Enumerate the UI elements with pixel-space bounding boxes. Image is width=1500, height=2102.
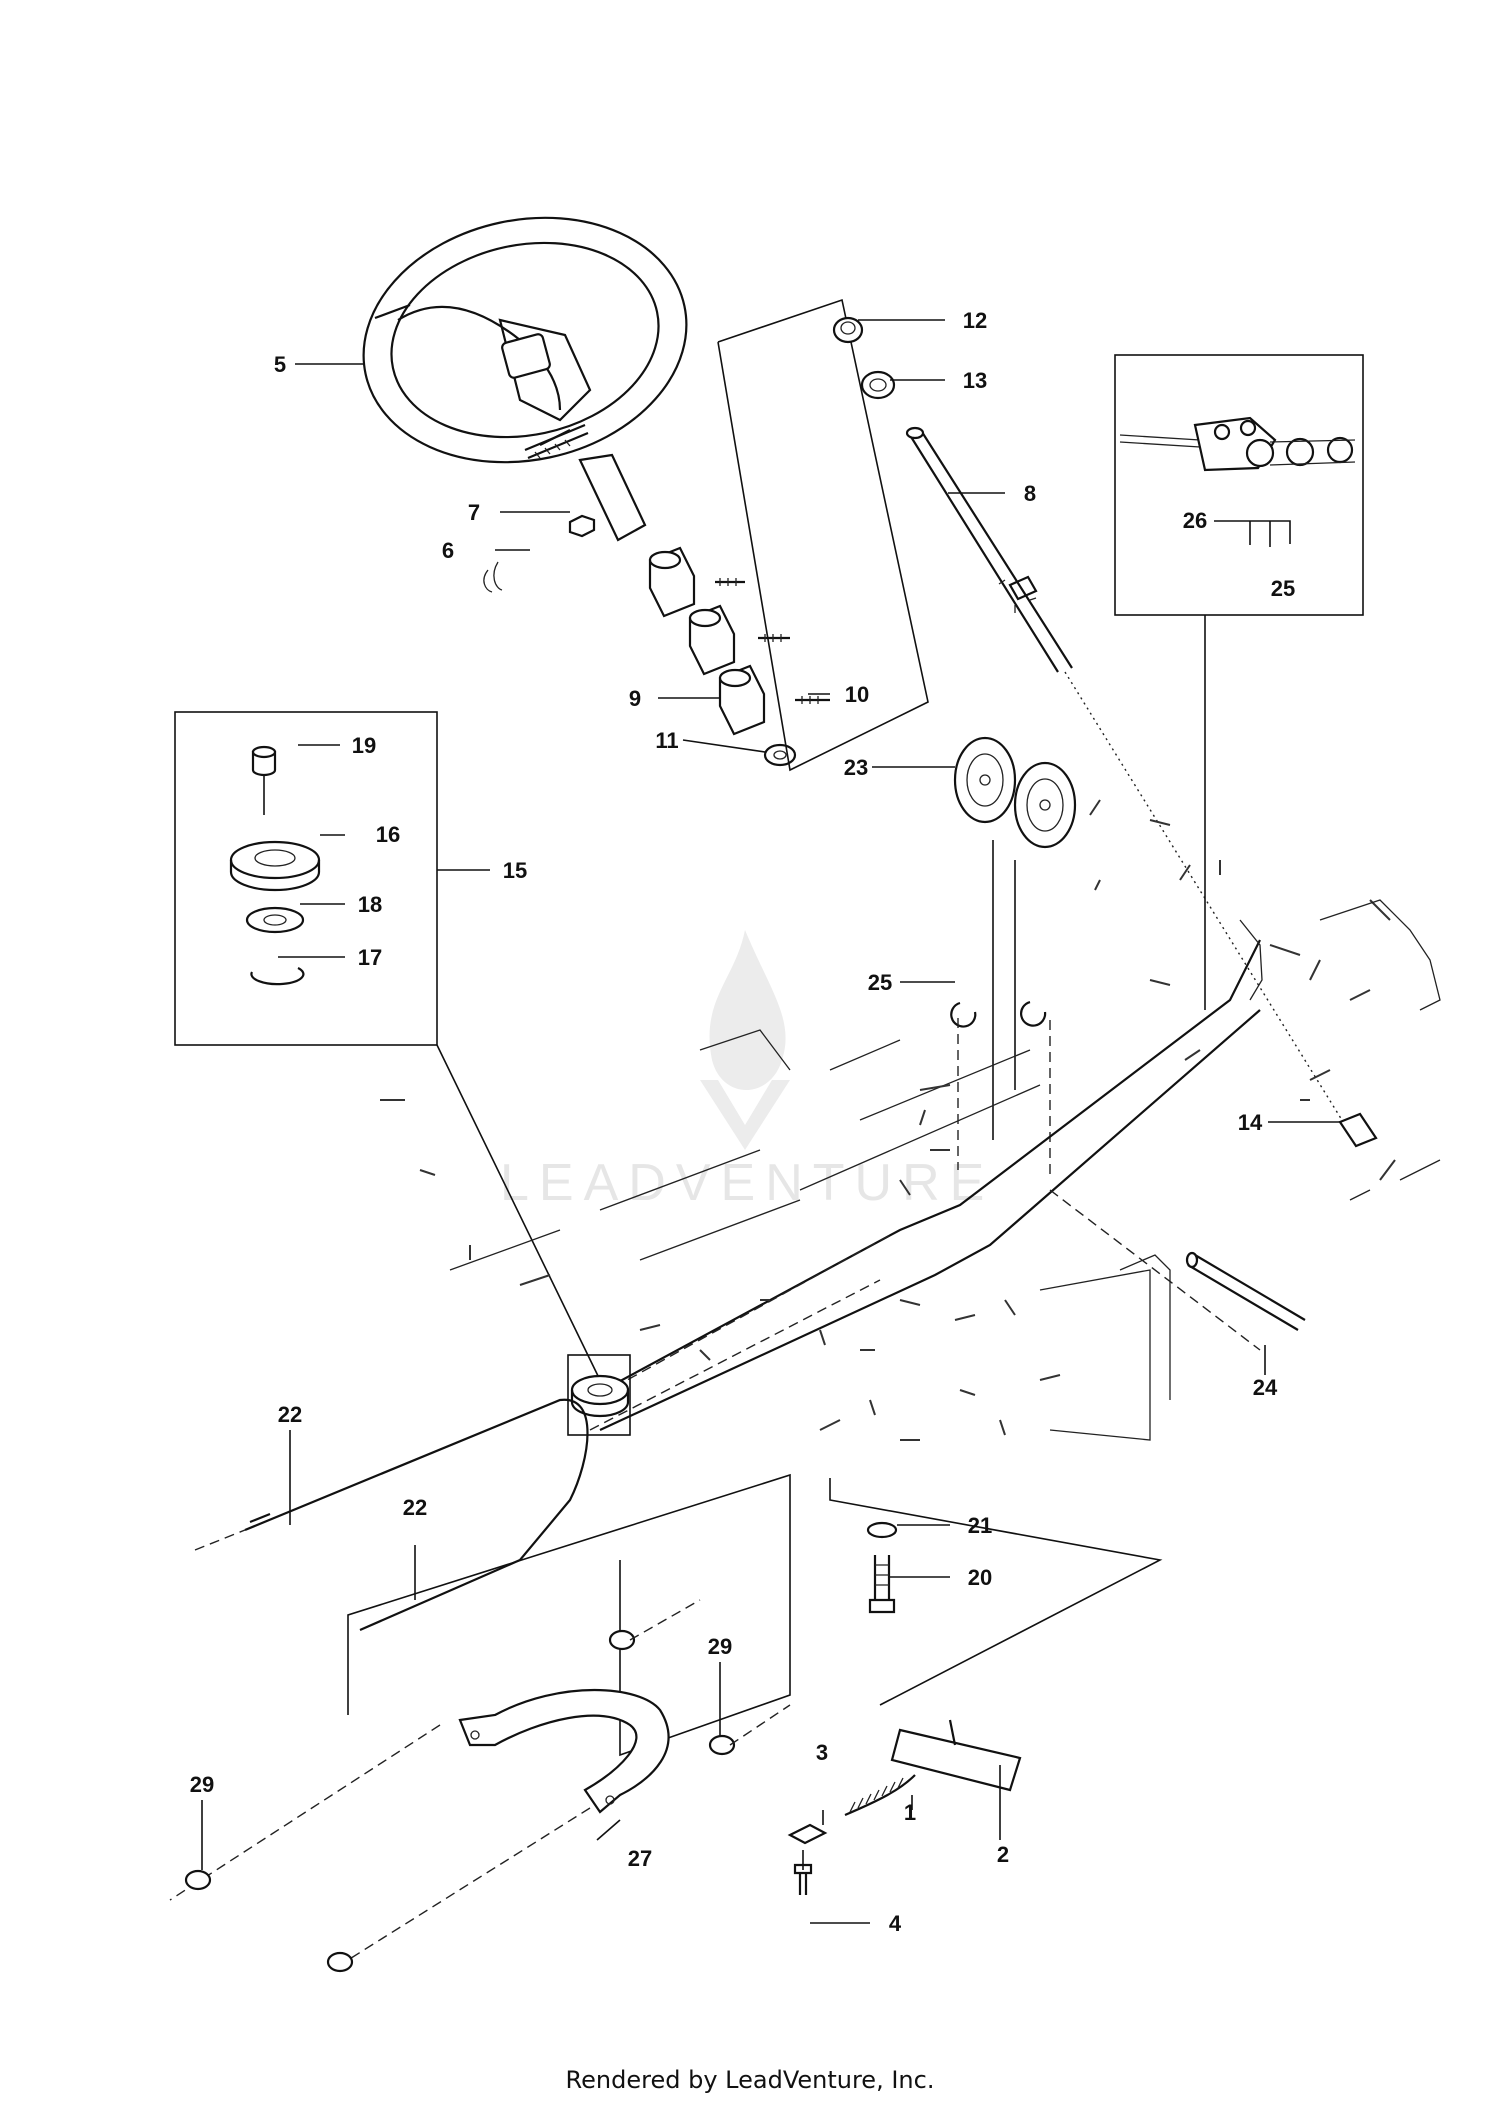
callout-11: 11	[655, 728, 678, 753]
callout-7: 7	[468, 500, 480, 525]
callout-12: 12	[963, 308, 987, 333]
callout-16: 16	[376, 822, 400, 847]
callout-28: 27	[628, 1846, 652, 1871]
frame-pulley	[567, 1354, 631, 1436]
callout-24: 24	[1253, 1375, 1278, 1400]
chain-detail-box	[1114, 354, 1364, 616]
idler-pulleys	[953, 736, 1077, 849]
callout-10: 10	[845, 682, 869, 707]
callout-27: 26	[1183, 508, 1207, 533]
callout-26: 25	[1271, 576, 1295, 601]
callout-15: 15	[503, 858, 527, 883]
callout-9: 9	[629, 686, 641, 711]
lower-outline	[347, 1473, 791, 1757]
pulley-leaders	[992, 840, 1016, 1140]
spring-assembly	[787, 1719, 1022, 1895]
set-screw	[483, 423, 596, 593]
callout-leaders	[201, 319, 1340, 1924]
pulley-assembly-box	[174, 711, 438, 1046]
callout-labels: 5 7 6 12 13 8 9 10 11 26 25 19 16 15 18 …	[190, 308, 1295, 1936]
callout-17: 17	[358, 945, 382, 970]
bolt-and-washer	[866, 1521, 898, 1614]
e-clips	[950, 1000, 1047, 1028]
callout-8: 8	[1024, 481, 1036, 506]
frame-and-chain	[380, 799, 1441, 1441]
callout-13: 13	[963, 368, 987, 393]
callout-3: 3	[816, 1740, 828, 1765]
footer-credit: Rendered by LeadVenture, Inc.	[565, 2066, 935, 2094]
callout-1: 1	[904, 1800, 916, 1825]
callout-22-lower: 22	[403, 1495, 427, 1520]
callout-5: 5	[274, 352, 286, 377]
callout-23: 23	[844, 755, 868, 780]
mount-outline	[829, 1478, 1163, 1706]
steering-cables	[194, 1398, 589, 1632]
assembly-leaders	[436, 869, 601, 1381]
callout-19: 19	[352, 733, 376, 758]
watermark-text: LEADVENTURE	[500, 1154, 994, 1212]
callout-18: 18	[358, 892, 382, 917]
pivot-pin	[1185, 1251, 1306, 1331]
mounting-strap	[169, 1599, 791, 1973]
callout-14: 14	[1238, 1110, 1263, 1135]
callout-29-left: 29	[190, 1772, 214, 1797]
spring-leaders	[802, 1765, 1001, 1870]
callout-2: 2	[997, 1842, 1009, 1867]
callout-6: 6	[442, 538, 454, 563]
steering-collars	[648, 546, 830, 767]
steering-shaft	[832, 316, 1378, 1148]
callout-4: 4	[889, 1911, 902, 1936]
callout-22-upper: 22	[278, 1402, 302, 1427]
callout-25: 25	[868, 970, 892, 995]
column-bracket-outline	[717, 298, 929, 772]
clip-leaders	[957, 1018, 1051, 1180]
cable-leaders	[289, 1430, 416, 1600]
callout-29-right: 29	[708, 1634, 732, 1659]
leadventure-watermark: LEADVENTURE	[500, 930, 994, 1212]
callout-21: 21	[968, 1513, 992, 1538]
steering-wheel	[362, 216, 688, 542]
callout-20: 20	[968, 1565, 992, 1590]
